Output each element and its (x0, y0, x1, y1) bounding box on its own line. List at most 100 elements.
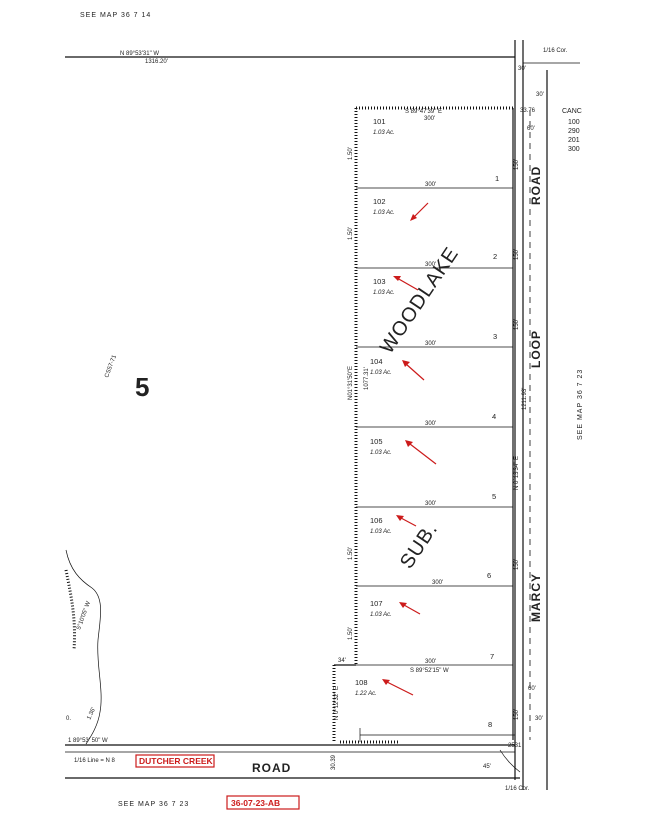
red-arrow-104 (402, 360, 425, 381)
red-arrow-108 (382, 679, 414, 696)
lot-dim-3: 300' (425, 341, 436, 347)
cancel-value-2: 290 (568, 128, 580, 135)
north-east-corner-dim: 33.76 (520, 108, 536, 114)
dutcher-creek-box (135, 754, 215, 768)
lot-number: 3 (493, 332, 497, 341)
west-dim-lot8: N 0°12'32" E (334, 686, 340, 720)
red-arrow-102 (410, 202, 429, 221)
lot-id: 106 (370, 516, 383, 525)
north-line-dim: 300' (424, 116, 435, 122)
road-width-60-top: 60' (527, 126, 535, 132)
sixteenth-line-label: 1/16 Line = N 8 (74, 758, 116, 764)
east-dim-8: 150' (514, 709, 520, 720)
lot-number: 4 (492, 412, 496, 421)
road-label-road: ROAD (529, 166, 543, 205)
south-east-dim: 45' (483, 764, 491, 770)
creek-label-o: 0. (66, 716, 71, 722)
corner-dim-se: 2531 (508, 743, 522, 749)
west-dim-lot2: 1.50' (348, 227, 354, 240)
top-map-reference: SEE MAP 36 7 14 (80, 12, 151, 19)
lot-id: 108 (355, 678, 368, 687)
south-road-label: ROAD (252, 761, 291, 775)
lot-acres: 1.03 Ac. (370, 612, 392, 618)
east-line-length: 1211.93' (522, 388, 528, 410)
lot-acres: 1.03 Ac. (370, 450, 392, 456)
lot-number: 8 (488, 720, 492, 729)
lot-104: 104 1.03 Ac. 4 (370, 357, 496, 421)
lot-acres: 1.03 Ac. (373, 210, 395, 216)
lot-number: 6 (487, 571, 491, 580)
lot-dim-4: 300' (425, 421, 436, 427)
bottom-map-reference: SEE MAP 36 7 23 (118, 801, 189, 808)
creek-dim: 1.36' (86, 707, 97, 721)
lot-101: 101 1.03 Ac. 1 (373, 117, 499, 183)
lot-id: 102 (373, 197, 386, 206)
red-arrow-105 (405, 440, 437, 465)
north-bearing: N 89°53'31" W (120, 51, 159, 57)
cs-reference: CS57-71 (104, 354, 118, 379)
side-map-reference: SEE MAP 36 7 23 (577, 369, 584, 440)
road-width-30-right: 30' (536, 92, 544, 98)
road-width-60-bottom: 60' (528, 686, 536, 692)
map-id-label: 36-07-23-AB (231, 798, 280, 808)
road-label-marcy: MARCY (529, 573, 543, 622)
road-width-30-top: 30' (518, 66, 526, 72)
road-label-loop: LOOP (529, 330, 543, 368)
east-dim-1: 150' (514, 159, 520, 170)
east-dim-6: 150' (514, 559, 520, 570)
lot-acres: 1.22 Ac. (355, 691, 377, 697)
lot-108: 108 1.22 Ac. 8 (355, 678, 492, 729)
lot-103: 103 1.03 Ac. 3 (373, 277, 497, 341)
subdivision-name-woodlake: WOODLAKE (376, 243, 463, 358)
cancel-value-1: 100 (568, 119, 580, 126)
lot-id: 107 (370, 599, 383, 608)
lot-acres: 1.03 Ac. (370, 370, 392, 376)
lot-106: 106 1.03 Ac. 6 (370, 516, 491, 580)
lot-dim-2: 300' (425, 262, 436, 268)
section-number: 5 (135, 372, 149, 402)
west-dim-lot6: 1.50' (348, 547, 354, 560)
sixteenth-corner-bottom: 1/16 Cor. (505, 786, 530, 792)
lot-dim-6: 300' (432, 580, 443, 586)
map-id-box (226, 795, 300, 810)
lot-acres: 1.03 Ac. (370, 529, 392, 535)
sixteenth-corner-top: 1/16 Cor. (543, 48, 568, 54)
north-line-bearing: S 89°47'39" E (405, 109, 442, 115)
south-west-bearing: 1 89°53' 50" W (68, 738, 108, 744)
cancel-value-3: 201 (568, 137, 580, 144)
lot-line-7-8-bearing: S 89°52'15" W (410, 668, 449, 674)
lot-dim-7: 300' (425, 659, 436, 665)
lot-number: 7 (490, 652, 494, 661)
west-dim-lot7: 1.50' (348, 627, 354, 640)
south-road-dim: 30.39 (331, 754, 337, 770)
lot-number: 2 (493, 252, 497, 261)
dutcher-creek-label: DUTCHER CREEK (139, 756, 214, 766)
red-arrow-106 (396, 515, 417, 527)
subdivision-name-sub: SUB. (396, 518, 443, 572)
corner-curve (499, 749, 521, 773)
road-width-30-bottom: 30' (535, 716, 543, 722)
creek-hatch-left (64, 569, 77, 651)
west-line-length: 1077.31' (364, 367, 370, 390)
road-width-34: 34' (338, 658, 346, 664)
red-arrow-107 (399, 602, 421, 615)
east-dim-3: 150' (514, 319, 520, 330)
west-dim-lot4: N01°31'50"E (348, 366, 354, 400)
lot-105: 105 1.03 Ac. 5 (370, 437, 496, 501)
lot-acres: 1.03 Ac. (373, 290, 395, 296)
east-dim-5: N 0°13'34" E (514, 456, 520, 490)
lot-number: 1 (495, 174, 499, 183)
creek-boundary-curve (65, 549, 102, 745)
lot-id: 101 (373, 117, 386, 126)
lot-acres: 1.03 Ac. (373, 130, 395, 136)
lot-dim-5: 300' (425, 501, 436, 507)
cancel-value-4: 300 (568, 146, 580, 153)
east-dim-2: 150' (514, 249, 520, 260)
lot-id: 105 (370, 437, 383, 446)
lot-107: 107 1.03 Ac. 7 (370, 599, 494, 661)
red-arrow-103 (393, 276, 419, 291)
cancel-label: CANC (562, 108, 582, 115)
lot-id: 103 (373, 277, 386, 286)
west-dim-lot1: 1.50' (348, 147, 354, 160)
